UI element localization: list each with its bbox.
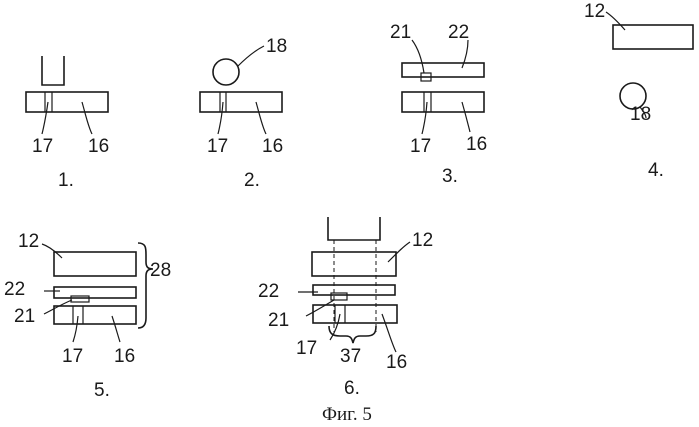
step-number: 3. xyxy=(442,166,458,187)
label-16: 16 xyxy=(262,136,283,157)
label-17: 17 xyxy=(62,346,83,367)
bracket-28 xyxy=(138,243,153,328)
label-16: 16 xyxy=(386,352,407,373)
step-number: 4. xyxy=(648,160,664,181)
carrier-16 xyxy=(54,306,136,324)
block-12 xyxy=(312,252,396,276)
step-number: 5. xyxy=(94,380,110,401)
label-22: 22 xyxy=(4,279,25,300)
step-2: 18 17 16 2. xyxy=(200,36,287,191)
leader-16 xyxy=(82,102,92,134)
leader-12 xyxy=(42,244,62,258)
label-21: 21 xyxy=(268,310,289,331)
pad-21 xyxy=(331,293,347,300)
label-18: 18 xyxy=(266,36,287,57)
step-4: 12 18 4. xyxy=(584,1,693,181)
label-16: 16 xyxy=(88,136,109,157)
pad-21 xyxy=(71,296,89,302)
carrier-16 xyxy=(402,92,484,112)
label-12: 12 xyxy=(584,1,605,22)
step-6: 12 22 21 17 37 16 6. xyxy=(258,217,433,399)
tool-u-shape xyxy=(328,217,380,240)
step-number: 6. xyxy=(344,378,360,399)
carrier-16 xyxy=(26,92,108,112)
leader-17 xyxy=(73,316,78,342)
label-12: 12 xyxy=(18,231,39,252)
step-5: 12 22 21 17 16 28 5. xyxy=(4,231,171,401)
label-17: 17 xyxy=(296,338,317,359)
label-21: 21 xyxy=(14,306,35,327)
layer-22 xyxy=(54,287,136,298)
label-17: 17 xyxy=(207,136,228,157)
step-number: 1. xyxy=(58,170,74,191)
leader-21 xyxy=(44,300,72,314)
label-16: 16 xyxy=(114,346,135,367)
leader-16 xyxy=(462,102,470,132)
label-21: 21 xyxy=(390,22,411,43)
leader-16 xyxy=(382,314,396,352)
step-1: 17 16 1. xyxy=(26,56,109,191)
block-12 xyxy=(613,25,693,49)
label-28: 28 xyxy=(150,260,171,281)
label-16: 16 xyxy=(466,134,487,155)
leader-12 xyxy=(606,12,625,30)
leader-21 xyxy=(306,300,334,316)
figure-caption: Фиг. 5 xyxy=(322,404,372,425)
leader-16 xyxy=(256,102,266,134)
layer-22 xyxy=(402,63,484,77)
step-number: 2. xyxy=(244,170,260,191)
tool-u-shape xyxy=(42,56,64,85)
carrier-16 xyxy=(200,92,282,112)
leader-18 xyxy=(238,46,264,66)
label-17: 17 xyxy=(32,136,53,157)
label-17: 17 xyxy=(410,136,431,157)
label-22: 22 xyxy=(258,281,279,302)
label-18: 18 xyxy=(630,104,651,125)
leader-21 xyxy=(412,40,424,73)
leader-16 xyxy=(112,316,120,342)
label-37: 37 xyxy=(340,346,361,367)
layer-22 xyxy=(313,285,395,295)
label-22: 22 xyxy=(448,22,469,43)
label-12: 12 xyxy=(412,230,433,251)
component-18 xyxy=(213,59,239,85)
block-12 xyxy=(54,252,136,276)
step-3: 21 22 17 16 3. xyxy=(390,22,487,187)
